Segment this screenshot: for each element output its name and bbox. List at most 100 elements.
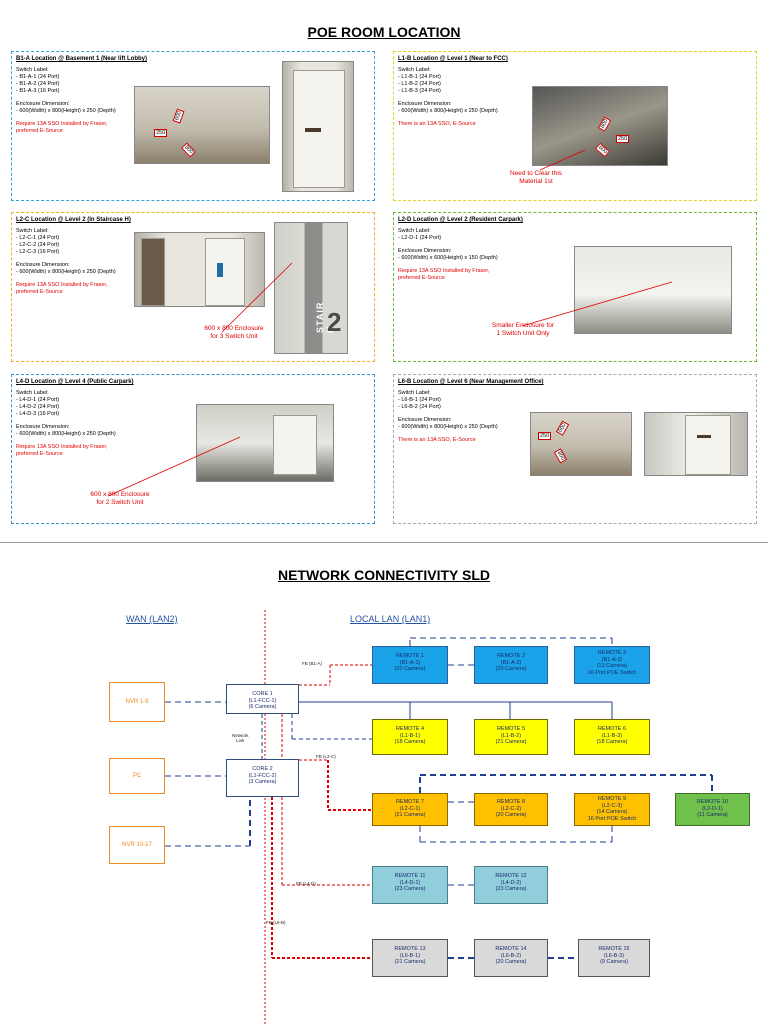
wan-node-pc: PC [109,758,165,794]
panel-text: L6-B Location @ Level 6 (Near Management… [398,379,573,444]
page-title: POE ROOM LOCATION [307,24,461,40]
switch-item: - L2-C-3 (16 Port) [16,249,60,255]
panel-l1-b: L1-B Location @ Level 1 (Near to FCC) Sw… [393,51,757,201]
panel-text: L1-B Location @ Level 1 (Near to FCC) Sw… [398,56,573,128]
core-switch-2: CORE 2 (L1-FCC-2) (3 Camera) [226,759,299,797]
site-photo-l2-c-door [134,232,265,307]
remote-node-2: REMOTE 2(B1-A-2)(20 Camera) [474,646,548,684]
panel-l2-c: L2-C Location @ Level 2 (In Staircase H)… [11,212,375,362]
switch-item: - L4-D-3 (16 Port) [16,411,60,417]
panel-title: L2-C Location @ Level 2 (In Staircase H) [16,217,131,223]
wan-node-nvr-1-9: NVR 1-9 [109,682,165,722]
switch-label: Switch Label: [16,67,49,73]
enclosure-dimension: - 600(Width) x 800(Height) x 250 (Depth) [16,431,116,437]
core-switch-1: CORE 1 (L1-FCC-1) (6 Camera) [226,684,299,714]
callout-enclosure-2-switch: 600 x 800 Enclosure for 2 Switch Unit [90,491,150,506]
enclosure-label: Enclosure Dimension: [398,101,452,107]
site-photo-b1-a-wall [134,86,270,164]
panel-text: B1-A Location @ Basement 1 (Near lift Lo… [16,56,191,135]
switch-label: Switch Label: [16,228,49,234]
remote-node-9: REMOTE 9(L2-C-3)(14 Camera)16 Port POE S… [574,793,650,826]
remote-node-8: REMOTE 8(L2-C-2)(20 Camera) [474,793,548,826]
power-note: preferred E-Source [16,128,63,134]
switch-item: - L6-B-1 (24 Port) [398,397,441,403]
remote-node-1: REMOTE 1(B1-A-1)(20 Camera) [372,646,448,684]
fiber-label: FB (L6-B) [266,920,286,925]
dimension-label: 250 [154,129,168,137]
site-photo-b1-a-door [282,61,354,192]
switch-item: - L2-C-1 (24 Port) [16,235,60,241]
power-note: There is an 13A SSO, E-Source [398,437,476,443]
power-note: Require 13A SSO Installed by Fraser, [398,268,490,274]
remote-node-5: REMOTE 5(L1-B-2)(21 Camera) [474,719,548,755]
poe-room-location-page: POE ROOM LOCATION B1-A Location @ Baseme… [0,24,768,543]
panel-l2-d: L2-D Location @ Level 2 (Resident Carpar… [393,212,757,362]
switch-item: - L1-B-1 (24 Port) [398,74,441,80]
enclosure-label: Enclosure Dimension: [16,262,70,268]
switch-item: - B1-A-1 (24 Port) [16,74,60,80]
panel-text: L2-D Location @ Level 2 (Resident Carpar… [398,217,573,282]
switch-label: Switch Label: [16,390,49,396]
site-photo-l2-d [574,246,732,334]
enclosure-dimension: - 600(Width) x 600(Height) x 150 (Depth) [398,255,498,261]
enclosure-dimension: - 600(Width) x 800(Height) x 250 (Depth) [16,108,116,114]
enclosure-label: Enclosure Dimension: [16,101,70,107]
power-note: preferred E-Source [16,451,63,457]
lan-zone-label: LOCAL LAN (LAN1) [350,614,431,624]
enclosure-label: Enclosure Dimension: [398,417,452,423]
switch-item: - B1-A-2 (24 Port) [16,81,60,87]
remote-node-14: REMOTE 14(L6-B-2)(20 Camera) [474,939,548,977]
power-note: There is an 13A SSO, E-Source [398,121,476,127]
panel-l4-d: L4-D Location @ Level 4 (Public Carpark)… [11,374,375,524]
remote-node-15: REMOTE 15(L6-B-3)(9 Camera) [578,939,650,977]
remote-node-3: REMOTE 3(B1-A-3)(13 Camera)16 Port POE S… [574,646,650,684]
switch-item: - L4-D-1 (24 Port) [16,397,60,403]
power-note: preferred E-Source [16,289,63,295]
panel-title: L2-D Location @ Level 2 (Resident Carpar… [398,217,523,223]
switch-item: - L1-B-2 (24 Port) [398,81,441,87]
remote-node-11: REMOTE 11(L4-D-1)(23 Camera) [372,866,448,904]
enclosure-label: Enclosure Dimension: [398,248,452,254]
wan-zone-label: WAN (LAN2) [126,614,178,624]
site-photo-l4-d [196,404,334,482]
remote-node-13: REMOTE 13(L6-B-1)(21 Camera) [372,939,448,977]
wan-node-nvr-10-17: NVR 10-17 [109,826,165,864]
enclosure-label: Enclosure Dimension: [16,424,70,430]
switch-item: - L1-B-3 (24 Port) [398,88,441,94]
remote-node-12: REMOTE 12(L4-D-2)(23 Camera) [474,866,548,904]
panel-b1-a: B1-A Location @ Basement 1 (Near lift Lo… [11,51,375,201]
panel-title: L4-D Location @ Level 4 (Public Carpark) [16,379,134,385]
remote-node-7: REMOTE 7(L2-C-1)(21 Camera) [372,793,448,826]
panel-text: L2-C Location @ Level 2 (In Staircase H)… [16,217,191,296]
site-photo-l2-c-stair: STAIR H 2 [274,222,348,354]
switch-label: Switch Label: [398,390,431,396]
callout-smaller-enclosure: Smaller Enclosure for 1 Switch Unit Only [491,322,555,337]
panel-l6-b: L6-B Location @ Level 6 (Near Management… [393,374,757,524]
site-photo-l6-b-door [644,412,748,476]
stair-level-number: 2 [327,307,342,337]
remote-node-10: REMOTE 10(L2-D-1)(11 Camera) [675,793,750,826]
switch-item: - L2-D-1 (24 Port) [398,235,442,241]
enclosure-dimension: - 600(Width) x 800(Height) x 250 (Depth) [398,424,498,430]
dimension-label: 250 [616,135,630,143]
panel-text: L4-D Location @ Level 4 (Public Carpark)… [16,379,191,458]
dimension-label: 250 [538,432,552,440]
remote-node-4: REMOTE 4(L1-B-1)(18 Camera) [372,719,448,755]
callout-clear-material: Need to Clear this Material 1st [509,170,563,185]
power-note: preferred E-Source [398,275,445,281]
network-link-label: Network Link [232,733,249,743]
enclosure-dimension: - 600(Width) x 800(Height) x 250 (Depth) [398,108,498,114]
fiber-label: FB (B1-A) [302,661,323,666]
site-photo-l6-b-wall [530,412,632,476]
switch-item: - B1-A-3 (16 Port) [16,88,60,94]
switch-label: Switch Label: [398,67,431,73]
fiber-label: FB (L4-D) [296,881,316,886]
switch-label: Switch Label: [398,228,431,234]
switch-item: - L4-D-2 (24 Port) [16,404,60,410]
power-note: Require 13A SSO Installed by Fraser, [16,282,108,288]
callout-enclosure-3-switch: 600 x 800 Enclosure for 3 Switch Unit [204,325,264,340]
switch-item: - L2-C-2 (24 Port) [16,242,60,248]
power-note: Require 13A SSO Installed by Fraser, [16,444,108,450]
page-title: NETWORK CONNECTIVITY SLD [277,567,491,583]
panel-title: L1-B Location @ Level 1 (Near to FCC) [398,56,508,62]
